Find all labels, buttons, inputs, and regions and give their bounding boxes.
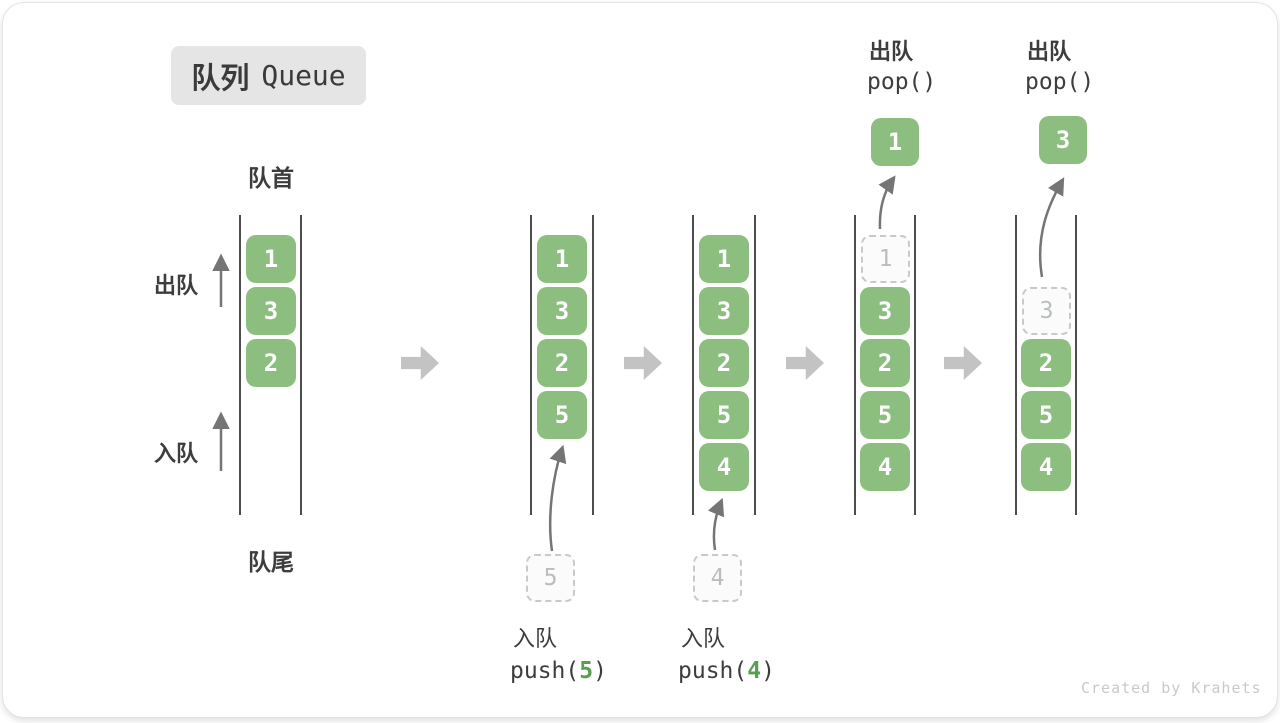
queue-wall (239, 215, 241, 515)
queue-wall (530, 215, 532, 515)
title-badge: 队列 Queue (171, 46, 366, 105)
push-fn-pre: push( (510, 658, 580, 684)
state-transition-arrow-icon (401, 346, 439, 380)
queue-element: 1 (246, 235, 296, 283)
queue-wall (854, 215, 856, 515)
queue-element: 4 (699, 443, 749, 491)
queue-element: 2 (537, 339, 587, 387)
push-element-ghost: 4 (693, 554, 742, 602)
push-fn-post: ) (593, 658, 607, 684)
queue-wall (1015, 215, 1017, 515)
state-transition-arrow-icon (944, 346, 982, 380)
push-element-ghost: 5 (526, 554, 575, 602)
popped-element: 1 (871, 118, 919, 166)
queue-wall (692, 215, 694, 515)
title-zh: 队列 (191, 60, 250, 95)
state-transition-arrow-icon (786, 346, 824, 380)
queue-wall (1075, 215, 1077, 515)
queue-element-ghost: 3 (1022, 287, 1071, 335)
queue-element: 2 (246, 339, 296, 387)
queue-element: 3 (699, 287, 749, 335)
label-pop-fn: pop() (867, 69, 937, 95)
popped-element: 3 (1039, 116, 1087, 164)
queue-element-ghost: 1 (861, 235, 910, 283)
pop-arrow-icon (878, 175, 896, 230)
label-push-fn: push(4) (678, 658, 775, 684)
push-arrow-icon (548, 444, 567, 552)
queue-wall (754, 215, 756, 515)
push-arg: 4 (747, 658, 762, 684)
title-en: Queue (261, 59, 346, 92)
queue-wall (300, 215, 302, 515)
queue-wall (592, 215, 594, 515)
queue-element: 2 (860, 339, 910, 387)
label-push-zh: 入队 (681, 627, 726, 652)
queue-element: 3 (537, 287, 587, 335)
label-pop-zh: 出队 (1027, 40, 1072, 65)
watermark: Created by Krahets (1081, 679, 1262, 697)
push-arrow-icon (707, 497, 725, 551)
label-pop-fn: pop() (1025, 69, 1095, 95)
queue-element: 4 (860, 443, 910, 491)
label-push-zh: 入队 (513, 627, 558, 652)
queue-element: 5 (860, 391, 910, 439)
queue-element: 2 (699, 339, 749, 387)
queue-wall (914, 215, 916, 515)
label-queue-rear: 队尾 (248, 550, 294, 576)
queue-element: 2 (1021, 339, 1071, 387)
label-pop-zh: 出队 (869, 40, 914, 65)
label-queue-front: 队首 (248, 166, 294, 192)
queue-element: 5 (537, 391, 587, 439)
queue-element: 5 (699, 391, 749, 439)
push-arg: 5 (579, 658, 594, 684)
label-dequeue-left: 出队 (154, 274, 199, 299)
push-fn-pre: push( (678, 658, 748, 684)
queue-element: 3 (860, 287, 910, 335)
label-enqueue-left: 入队 (154, 442, 199, 467)
push-fn-post: ) (761, 658, 775, 684)
queue-element: 4 (1021, 443, 1071, 491)
queue-element: 1 (699, 235, 749, 283)
queue-element: 1 (537, 235, 587, 283)
state-transition-arrow-icon (624, 346, 662, 380)
pop-arrow-icon (1038, 177, 1065, 278)
queue-element: 3 (246, 287, 296, 335)
queue-element: 5 (1021, 391, 1071, 439)
label-push-fn: push(5) (510, 658, 607, 684)
